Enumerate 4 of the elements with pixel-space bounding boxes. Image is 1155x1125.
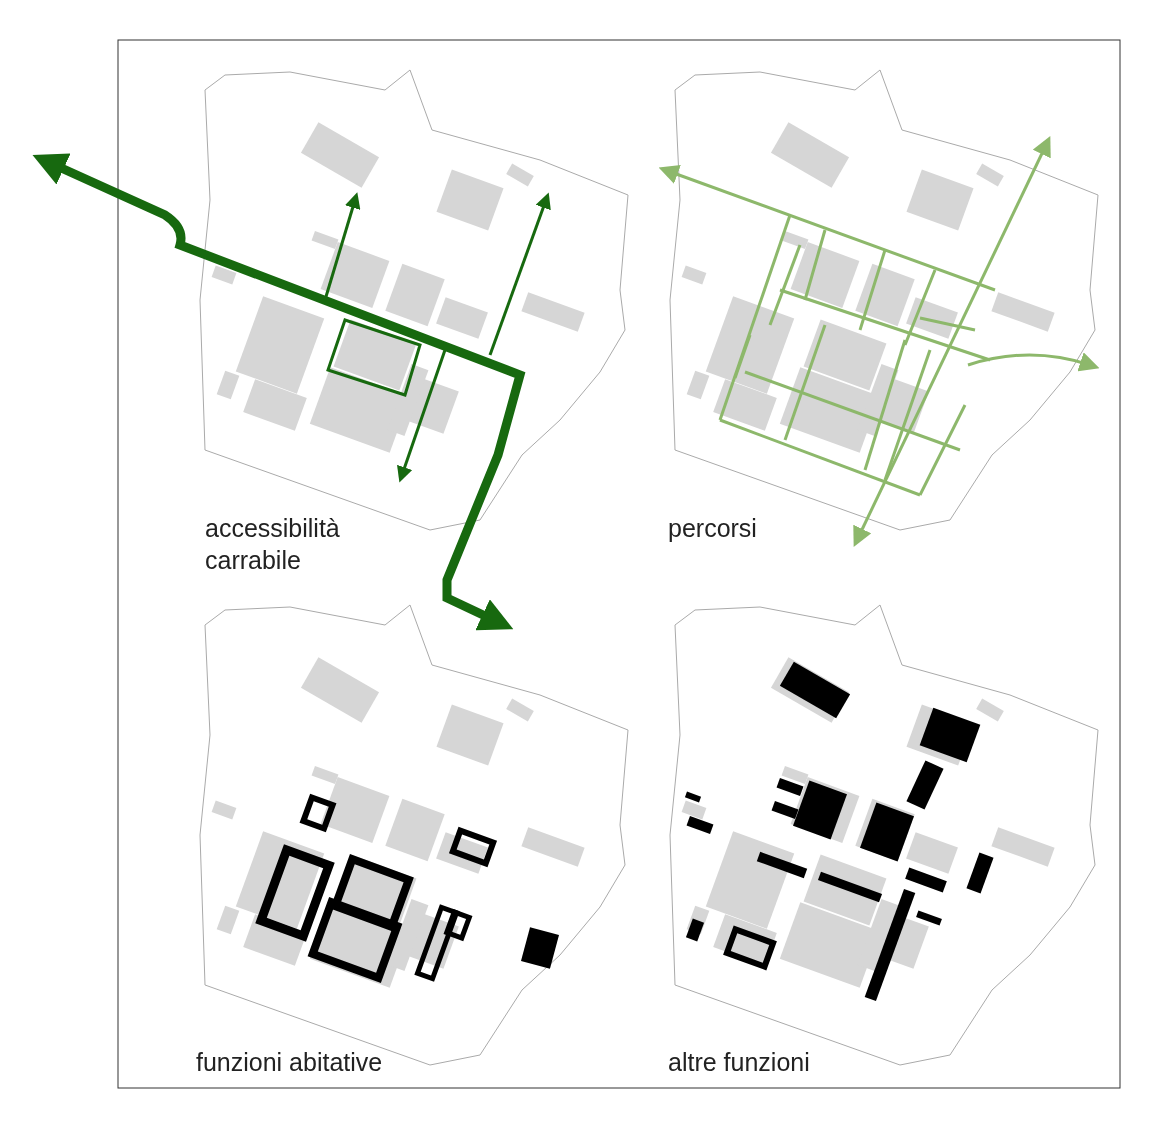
panel-caption: funzioni abitative <box>196 1047 383 1078</box>
panel-caption: altre funzioni <box>668 1047 810 1078</box>
panel-caption: accessibilità carrabile <box>205 513 341 576</box>
panel-caption: percorsi <box>668 513 757 544</box>
